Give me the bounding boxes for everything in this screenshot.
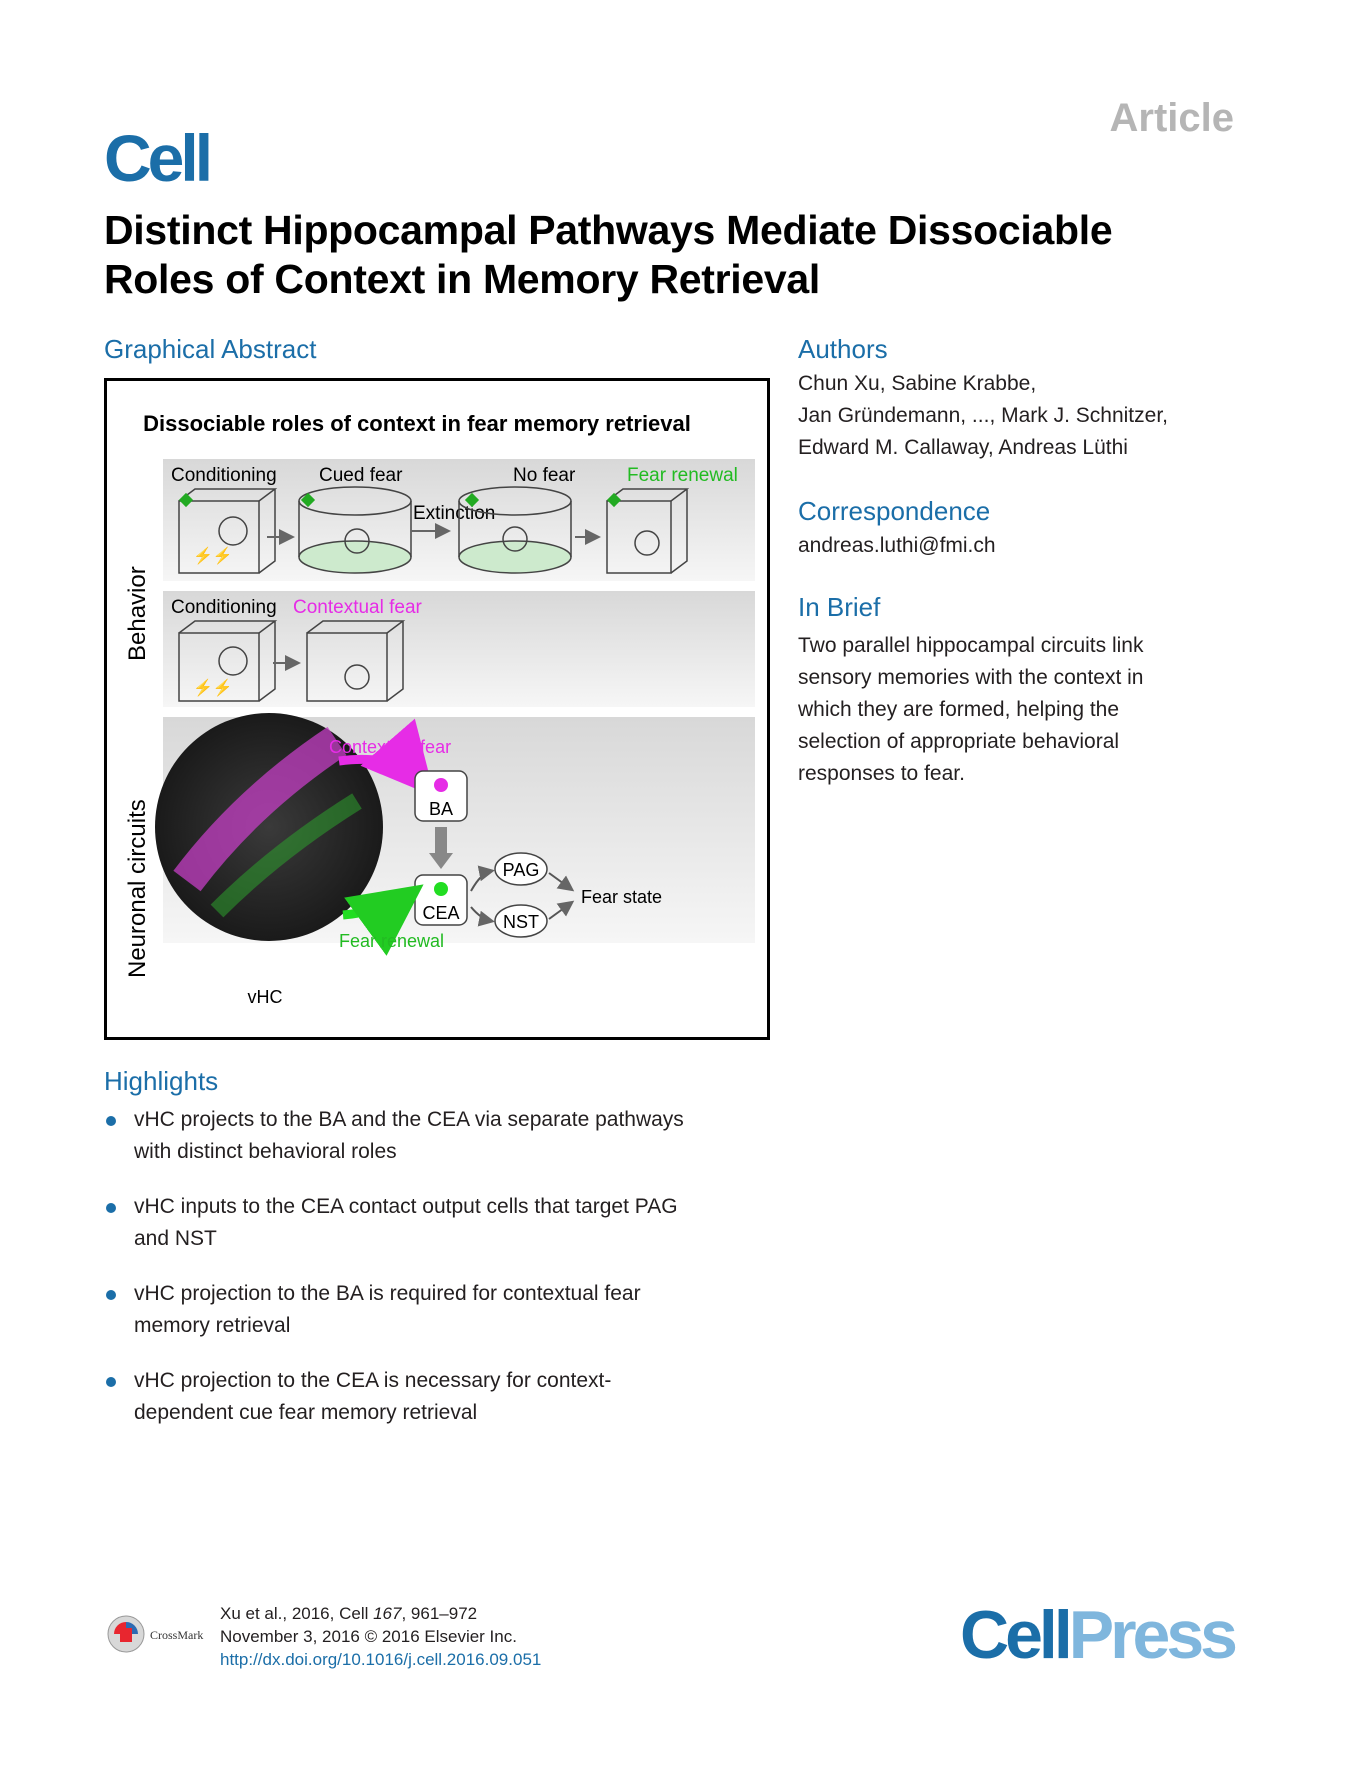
pag-to-fear-arrow	[548, 872, 575, 892]
cellpress-logo-part1: Cell	[960, 1597, 1073, 1673]
ba-to-cea-arrow-shaft	[435, 827, 447, 853]
label-conditioning-1: Conditioning	[171, 465, 277, 486]
figure-title: Dissociable roles of context in fear mem…	[143, 411, 691, 436]
authors-line-2: Jan Gründemann, ..., Mark J. Schnitzer,	[798, 404, 1168, 427]
highlight-line: and NST	[134, 1227, 217, 1250]
correspondence-email[interactable]: andreas.luthi@fmi.ch	[798, 534, 996, 557]
citation-footer: Xu et al., 2016, Cell 167, 961–972 Novem…	[220, 1602, 541, 1671]
vhc-label: vHC	[248, 987, 283, 1007]
label-fear-renewal-top: Fear renewal	[627, 465, 738, 486]
cea-to-nst-arrow	[470, 906, 495, 927]
authors-line-1: Chun Xu, Sabine Krabbe,	[798, 372, 1037, 395]
green-projection-arrow	[342, 884, 424, 956]
speaker-icon-3	[464, 492, 480, 508]
micrograph-magenta-band	[173, 726, 347, 892]
pag-node	[494, 852, 548, 886]
label-contextual-fear-circuit: Contextual fear	[329, 737, 451, 757]
citation-pages: , 961–972	[401, 1604, 478, 1623]
highlights-list: vHC projects to the BA and the CEA via s…	[104, 1104, 784, 1452]
authors-list: Chun Xu, Sabine Krabbe, Jan Gründemann, …	[798, 368, 1168, 464]
crossmark-logo[interactable]: CrossMark	[106, 1612, 266, 1656]
in-brief-line-4: selection of appropriate behavioral	[798, 730, 1120, 753]
label-no-fear: No fear	[513, 465, 576, 486]
paper-title: Distinct Hippocampal Pathways Mediate Di…	[104, 206, 1264, 304]
in-brief-line-5: responses to fear.	[798, 762, 965, 785]
citation-volume: 167	[373, 1604, 402, 1623]
nst-to-fear-arrow	[548, 900, 575, 920]
highlight-line: vHC inputs to the CEA contact output cel…	[134, 1195, 678, 1218]
cued-fear-cylinder	[298, 486, 412, 574]
speaker-icon	[178, 492, 194, 508]
graphical-abstract-figure: Dissociable roles of context in fear mem…	[104, 378, 770, 1040]
ba-cell-dot	[434, 778, 448, 792]
doi-link[interactable]: http://dx.doi.org/10.1016/j.cell.2016.09…	[220, 1650, 542, 1669]
label-conditioning-2: Conditioning	[171, 597, 277, 618]
highlight-line: vHC projection to the BA is required for…	[134, 1282, 641, 1305]
speaker-icon-2	[300, 492, 316, 508]
no-fear-cylinder	[458, 486, 572, 574]
cellpress-logo: CellPress	[960, 1596, 1238, 1674]
citation-date: November 3, 2016 © 2016 Elsevier Inc.	[220, 1627, 517, 1646]
highlight-line: with distinct behavioral roles	[134, 1140, 397, 1163]
ba-label: BA	[429, 799, 453, 819]
cea-label: CEA	[422, 903, 459, 923]
highlight-line: vHC projects to the BA and the CEA via s…	[134, 1108, 684, 1131]
label-contextual-fear-top: Contextual fear	[293, 597, 423, 618]
in-brief-line-2: sensory memories with the context in	[798, 666, 1144, 689]
article-type-label: Article	[1109, 96, 1235, 140]
fear-state-label: Fear state	[581, 887, 662, 907]
highlight-item: vHC inputs to the CEA contact output cel…	[104, 1191, 784, 1255]
crossmark-text: CrossMark	[150, 1628, 203, 1642]
highlight-line: memory retrieval	[134, 1314, 291, 1337]
highlight-item: vHC projection to the CEA is necessary f…	[104, 1365, 784, 1429]
micrograph-green-band	[210, 793, 362, 918]
nst-label: NST	[503, 912, 539, 932]
highlight-item: vHC projects to the BA and the CEA via s…	[104, 1104, 784, 1168]
ba-to-cea-arrow-head	[429, 853, 453, 869]
pag-label: PAG	[503, 860, 540, 880]
vhc-micrograph	[155, 713, 383, 941]
highlight-line: vHC projection to the CEA is necessary f…	[134, 1369, 612, 1392]
citation-prefix: Xu et al., 2016, Cell	[220, 1604, 374, 1623]
ba-node	[414, 770, 468, 822]
cellpress-logo-part2: Press	[1068, 1597, 1238, 1673]
bullet-icon	[106, 1377, 116, 1387]
label-extinction: Extinction	[413, 503, 495, 524]
nst-node	[494, 904, 548, 938]
contextual-fear-cube	[306, 620, 406, 702]
graphical-abstract-heading: Graphical Abstract	[104, 334, 317, 364]
cea-cell-dot	[434, 882, 448, 896]
label-cued-fear: Cued fear	[319, 465, 403, 486]
shock-icon: ⚡⚡	[193, 546, 233, 565]
title-line-1: Distinct Hippocampal Pathways Mediate Di…	[104, 207, 1113, 253]
speaker-icon-4	[606, 492, 622, 508]
bullet-icon	[106, 1203, 116, 1213]
row-label-neuronal: Neuronal circuits	[124, 799, 151, 978]
highlight-line: dependent cue fear memory retrieval	[134, 1401, 478, 1424]
highlight-item: vHC projection to the BA is required for…	[104, 1278, 784, 1342]
authors-line-3: Edward M. Callaway, Andreas Lüthi	[798, 436, 1128, 459]
graphical-abstract-svg: Dissociable roles of context in fear mem…	[124, 411, 755, 1007]
conditioning-cube-2	[178, 620, 278, 702]
citation-line: Xu et al., 2016, Cell 167, 961–972	[220, 1602, 541, 1625]
in-brief-text: Two parallel hippocampal circuits link s…	[798, 630, 1144, 790]
journal-logo: Cell	[104, 121, 213, 195]
bullet-icon	[106, 1290, 116, 1300]
row-label-behavior: Behavior	[124, 566, 151, 661]
correspondence-heading: Correspondence	[798, 496, 991, 526]
highlights-heading: Highlights	[104, 1066, 219, 1096]
in-brief-heading: In Brief	[798, 592, 881, 622]
label-fear-renewal-circuit: Fear renewal	[339, 931, 444, 951]
bullet-icon	[106, 1116, 116, 1126]
title-line-2: Roles of Context in Memory Retrieval	[104, 256, 820, 302]
behavior-panel-bottom	[163, 591, 755, 707]
cea-to-pag-arrow	[470, 865, 495, 892]
shock-icon-2: ⚡⚡	[193, 678, 233, 697]
in-brief-line-3: which they are formed, helping the	[798, 698, 1120, 721]
authors-heading: Authors	[798, 334, 888, 364]
in-brief-line-1: Two parallel hippocampal circuits link	[798, 634, 1144, 657]
